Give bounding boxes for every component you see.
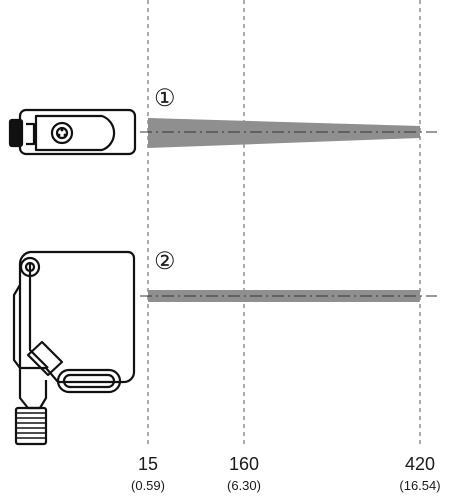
- sensor-front-outline: [18, 250, 136, 384]
- sensor-side-pin: [60, 128, 64, 132]
- sensor-front-indicator-bar: [26, 340, 64, 377]
- mounting-hole: [19, 256, 41, 278]
- sensor-front-inner-edge: [12, 284, 21, 369]
- light-beam-1: [148, 118, 420, 148]
- callout-two: ②: [154, 248, 176, 275]
- tick-sublabel-160: (6.30): [227, 478, 261, 493]
- tick-sublabel-15: (0.59): [131, 478, 165, 493]
- tick-label-420: 420: [405, 454, 435, 474]
- sensor-front-housing-seam: [28, 264, 49, 369]
- sensor-side-connector-ring: [55, 126, 69, 140]
- tick-label-15: 15: [138, 454, 158, 474]
- mounting-hole-inner: [24, 261, 36, 273]
- sensor-front-slot-inner: [62, 373, 116, 389]
- connector-neck: [18, 368, 48, 410]
- sensor-side-pin: [63, 133, 67, 137]
- connector-thread: [14, 406, 48, 446]
- sensor-side-pin: [57, 133, 61, 137]
- sensor-side-connector: [50, 121, 74, 145]
- connector-thread-lines: [17, 412, 45, 439]
- sensor-side-lens-housing: [34, 114, 116, 152]
- sensor-front-slot: [56, 368, 122, 394]
- sensor-side-view: [8, 108, 137, 156]
- sensor-side-body: [18, 108, 137, 156]
- sensor-front-view: [12, 250, 136, 446]
- callout-one: ①: [154, 85, 176, 112]
- sensor-side-cable-outlet: [26, 122, 36, 146]
- tick-label-160: 160: [229, 454, 259, 474]
- tick-sublabel-420: (16.54): [399, 478, 440, 493]
